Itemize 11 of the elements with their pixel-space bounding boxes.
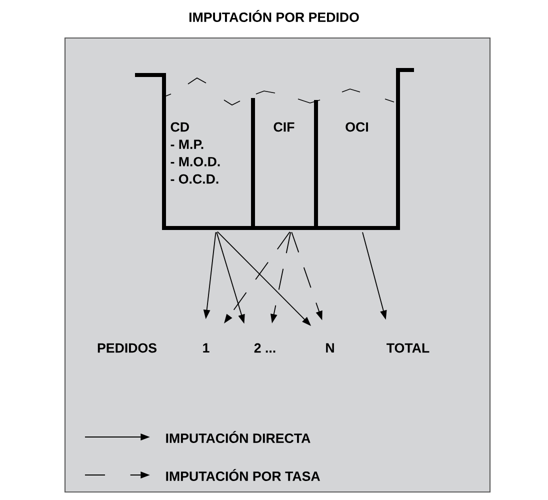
legend-label: IMPUTACIÓN DIRECTA: [166, 431, 310, 443]
title: IMPUTACIÓN POR PEDIDO: [189, 10, 359, 22]
order-label: TOTAL: [386, 343, 430, 353]
order-label: 1: [203, 343, 210, 352]
row-label: PEDIDOS: [98, 343, 156, 353]
legend-label: IMPUTACIÓN POR TASA: [166, 469, 320, 481]
tank-compartment: OCI: [314, 68, 414, 230]
tank-compartment: CIF: [251, 98, 318, 230]
order-label: N: [326, 343, 334, 352]
order-label: 2 ...: [254, 343, 276, 353]
tank-compartment: CD - M.P. - M.O.D. - O.C.D.: [135, 73, 255, 230]
